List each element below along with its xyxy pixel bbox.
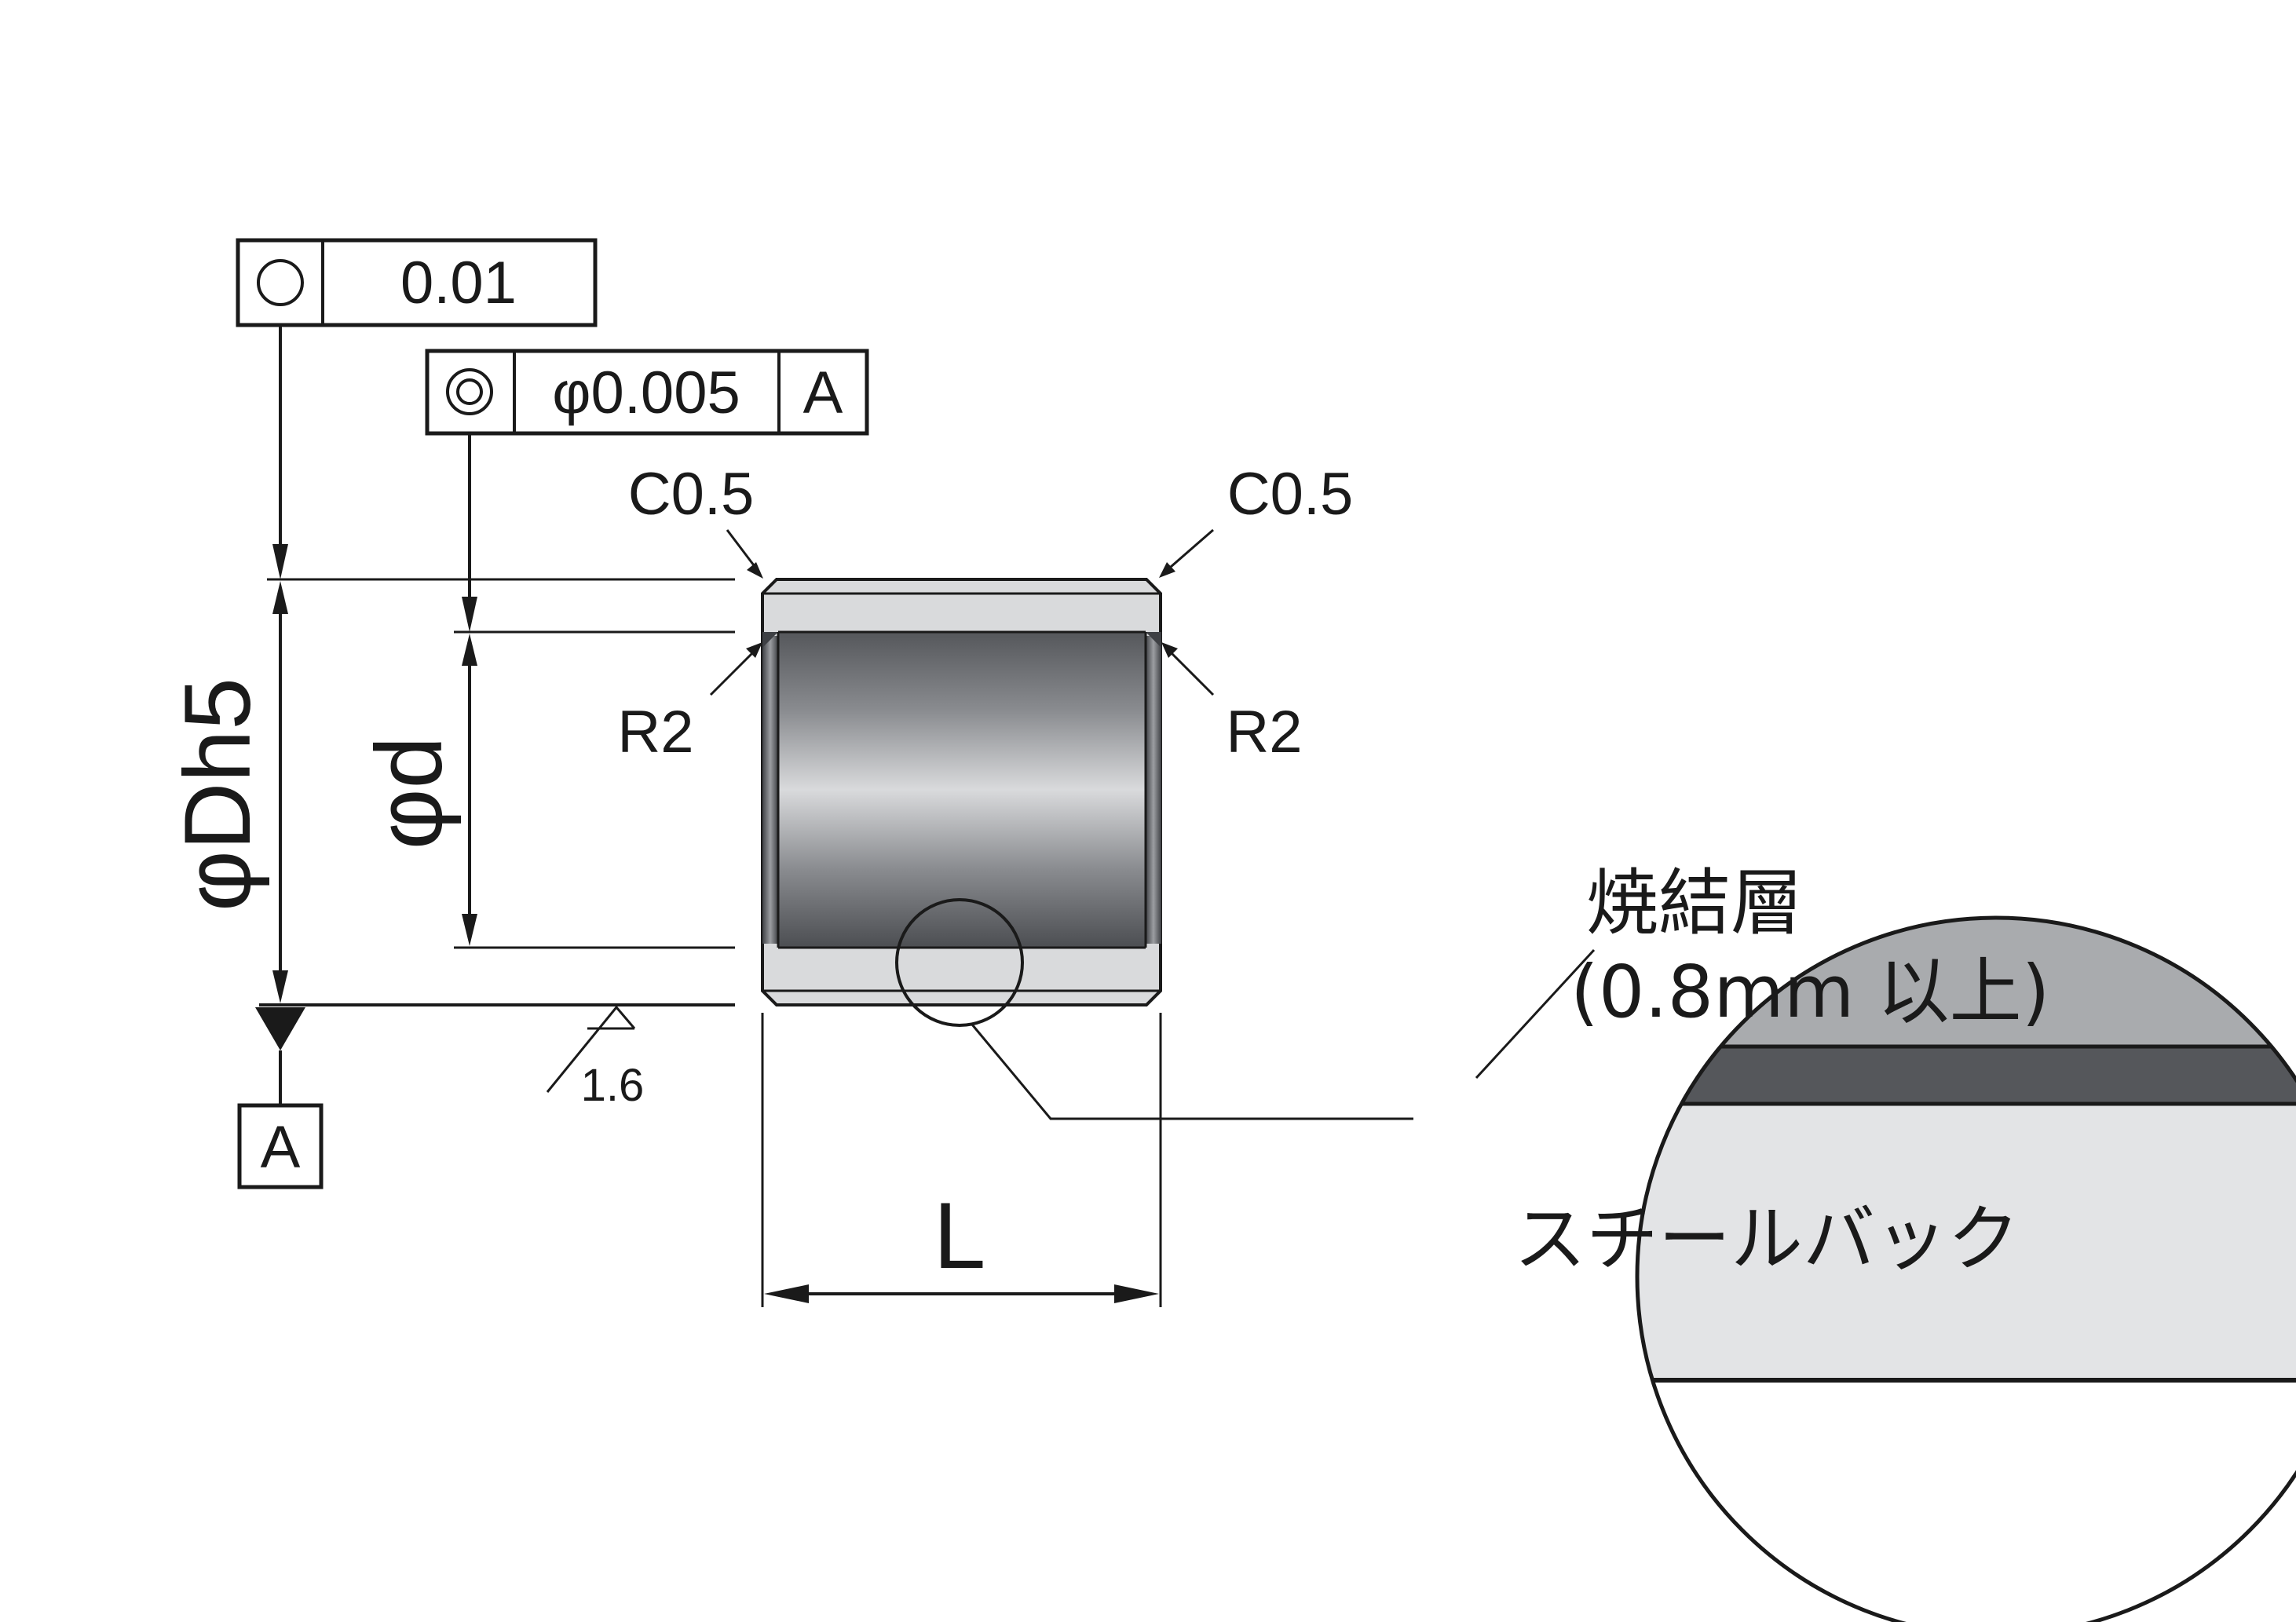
chamfer-right-label: C0.5 [1227, 461, 1354, 528]
concentricity-feature-control-frame: φ0.005 A [425, 349, 869, 436]
roundness-tolerance: 0.01 [400, 250, 517, 316]
datum-triangle [255, 1007, 305, 1050]
detail-leader-line [971, 1024, 1413, 1120]
roundness-feature-control-frame: 0.01 [236, 238, 598, 327]
surface-roughness-value: 1.6 [581, 1060, 645, 1111]
inner-diameter-label: φd [356, 736, 462, 850]
roundness-symbol-icon [257, 259, 304, 306]
roundness-frame-box [236, 238, 598, 327]
sintered-layer-thickness: (0.8mm 以上) [1570, 950, 2050, 1034]
roundness-leader-arrow [272, 544, 288, 579]
concentricity-frame-box [425, 349, 869, 436]
layer-pointer-line [1475, 948, 1596, 1080]
radius-right-label: R2 [1226, 699, 1302, 765]
steel-back-band [1637, 1104, 2296, 1380]
datum-box [237, 1103, 324, 1189]
outer-diameter-label: φDh5 [165, 678, 270, 911]
chamfer-left-label: C0.5 [628, 461, 755, 528]
concentricity-leader-arrow [462, 597, 477, 632]
radius-left-label: R2 [617, 699, 693, 765]
concentricity-datum-ref: A [803, 360, 843, 426]
bushing-bore [778, 632, 1146, 948]
sintered-layer-name: 焼結層 [1586, 861, 1803, 945]
detail-view: 焼結層 (0.8mm 以上) スチールバック [1475, 861, 2296, 1622]
detail-callout-circle [895, 898, 1024, 1027]
detail-view-circle [1635, 915, 2296, 1622]
steel-back-label: スチールバック [1514, 1197, 2020, 1281]
length-label: L [934, 1183, 986, 1288]
bushing-body [761, 578, 1162, 1006]
concentricity-tolerance: φ0.005 [552, 360, 740, 426]
datum-label: A [261, 1114, 301, 1181]
sintered-layer-band [1637, 1047, 2296, 1104]
concentricity-symbol-icon [446, 368, 493, 415]
surface-roughness-symbol: 1.6 [546, 1005, 645, 1111]
